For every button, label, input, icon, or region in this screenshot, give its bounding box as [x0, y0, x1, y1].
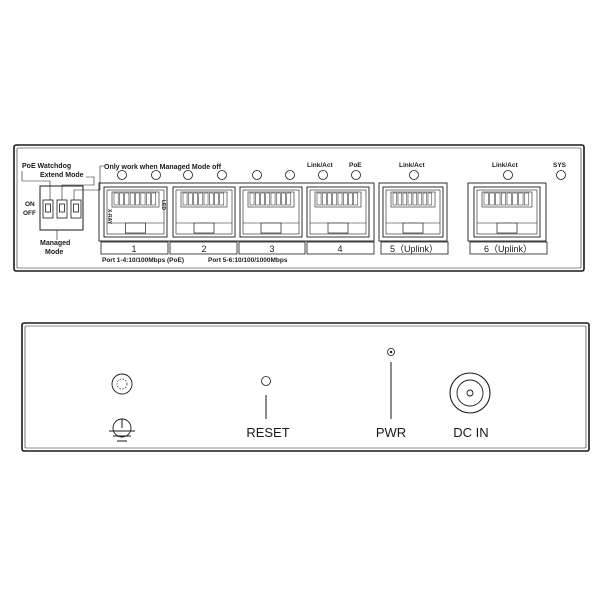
port-label-2: 2 [169, 241, 238, 255]
led-1b [151, 170, 161, 180]
rj45-port-6[interactable] [473, 186, 541, 238]
reset-label: RESET [246, 425, 289, 440]
dip-off-label: OFF [23, 210, 36, 217]
port1-side-right: LED [160, 200, 166, 210]
managed-note-leader [73, 165, 104, 200]
dip-switch[interactable] [39, 185, 84, 231]
port-label-text-3: 3 [269, 244, 274, 254]
managed-mode-label-2: Mode [45, 249, 63, 256]
ports-1-4-frame [98, 182, 375, 242]
port-note-1-4: Port 1-4:10/100Mbps (PoE) [102, 257, 184, 264]
port-note-5-6: Port 5-6:10/100/1000Mbps [208, 257, 288, 264]
managed-mode-label-1: Managed [40, 240, 70, 247]
ground-screw [111, 373, 133, 395]
port-label-4: 4 [306, 241, 375, 255]
port-label-text-2: 2 [201, 244, 206, 254]
dip-on-label: ON [25, 201, 35, 208]
port-label-5: 5（Uplink） [380, 241, 449, 255]
poe-watchdog-leader [21, 171, 51, 200]
led-5-link [409, 170, 419, 180]
link-act-label-6: Link/Act [492, 162, 518, 169]
reset-button[interactable] [261, 376, 271, 420]
port1-side-left: X-RAY [106, 209, 112, 225]
port-label-6: 6（Uplink） [469, 241, 548, 255]
led-3a [252, 170, 262, 180]
rj45-ports [103, 186, 541, 238]
port-5-frame [378, 182, 448, 242]
poe-watchdog-label: PoE Watchdog [22, 163, 71, 170]
led-4-poe [351, 170, 361, 180]
led-2b [217, 170, 227, 180]
rj45-port-4[interactable] [306, 186, 370, 238]
rear-panel: RESET PWR DC IN [21, 322, 590, 452]
port-label-1: 1 [100, 241, 169, 255]
led-sys [556, 170, 566, 180]
port-label-3: 3 [238, 241, 306, 255]
port-label-text-6: 6（Uplink） [484, 244, 532, 254]
port-label-text-1: 1 [131, 244, 136, 254]
front-panel: PoE Watchdog Extend Mode Only work when … [13, 144, 585, 272]
extend-mode-label: Extend Mode [40, 172, 84, 179]
port-label-text-5: 5（Uplink） [390, 244, 438, 254]
pwr-label: PWR [376, 425, 406, 440]
link-act-label-5: Link/Act [399, 162, 425, 169]
front-leds [117, 170, 566, 180]
port-6-frame [467, 182, 547, 242]
rj45-port-1[interactable] [103, 186, 168, 238]
dc-in-label: DC IN [453, 425, 488, 440]
managed-only-note: Only work when Managed Mode off [104, 164, 222, 171]
rj45-port-2[interactable] [172, 186, 236, 238]
port-label-bars: 1 2 3 4 5（Uplink） 6（Uplink） [100, 241, 548, 255]
sys-led-label: SYS [553, 162, 567, 169]
led-4-link [318, 170, 328, 180]
extend-mode-leader [61, 176, 95, 200]
power-led [387, 348, 395, 419]
led-3b [285, 170, 295, 180]
port-label-text-4: 4 [337, 244, 342, 254]
rj45-port-3[interactable] [239, 186, 303, 238]
ground-icon [109, 418, 135, 442]
link-act-label-4: Link/Act [307, 162, 333, 169]
led-2a [183, 170, 193, 180]
dc-in-jack[interactable] [449, 372, 491, 414]
poe-led-label: PoE [349, 162, 362, 169]
led-6-link [503, 170, 513, 180]
led-1a [117, 170, 127, 180]
rj45-port-5[interactable] [382, 186, 444, 238]
